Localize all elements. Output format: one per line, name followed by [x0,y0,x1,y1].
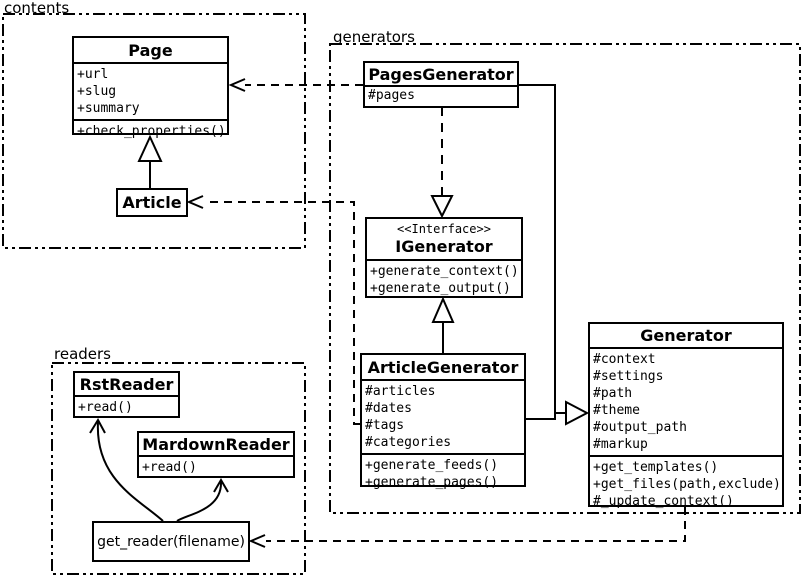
attribute: #path [593,386,633,401]
class-articlegenerator-methods: +generate_feeds() +generate_pages() [362,453,524,493]
article-inherits-page-connector [137,134,163,188]
package-border-readers [51,362,306,575]
class-article: Article [116,188,188,217]
class-generator: Generator #context #settings #path #them… [588,322,784,509]
attribute: #categories [365,435,452,450]
method: +generate_feeds() [365,458,499,473]
class-generator-attributes: #context #settings #path #theme #output_… [590,347,782,455]
class-page-methods: +check_properties() [74,119,227,142]
generators-inherit-generator-connector [518,84,590,426]
attribute: #tags [365,418,405,433]
class-rstreader: RstReader +read() [73,371,180,418]
class-mardownreader: MardownReader +read() [137,431,295,478]
class-page: Page +url +slug +summary +check_properti… [72,36,229,139]
class-article-title: Article [122,193,182,212]
pagesgenerator-depends-page-connector [228,78,363,92]
class-articlegenerator-attributes: #articles #dates #tags #categories [362,379,524,453]
class-mardownreader-title: MardownReader [142,434,290,454]
attribute: #output_path [593,420,687,435]
getreader-function-label: get_reader(filename) [97,533,245,550]
attribute: +url [77,67,109,82]
articlegenerator-depends-article-connector [186,195,360,425]
package-label-contents: contents [4,0,70,17]
class-mardownreader-methods: +read() [139,455,293,478]
method: +generate_output() [370,281,511,296]
articlegenerator-inherits-igenerator-connector [431,296,455,353]
class-pagesgenerator-title: PagesGenerator [368,64,514,84]
package-label-readers: readers [54,345,111,363]
class-generator-methods: +get_templates() +get_files(path,exclude… [590,455,782,512]
attribute: #pages [368,88,415,103]
method: +read() [142,460,197,475]
method: +generate_context() [370,264,518,279]
pagesgenerator-realizes-igenerator-connector [430,107,454,219]
attribute: #dates [365,401,412,416]
getreader-to-rstreader-connector [89,417,164,522]
package-label-generators: generators [333,28,415,46]
class-igenerator-header: <<Interface>> IGenerator [367,219,521,257]
method: +check_properties() [77,124,224,139]
class-igenerator-methods: +generate_context() +generate_output() [367,259,521,299]
class-page-title: Page [128,40,173,60]
package-border-contents [2,13,306,249]
method: +generate_pages() [365,475,499,490]
class-page-attributes: +url +slug +summary [74,62,227,119]
class-pagesgenerator-attributes: #pages [365,85,517,106]
class-rstreader-methods: +read() [75,395,178,418]
class-pagesgenerator: PagesGenerator #pages [363,61,519,108]
getreader-function-box: get_reader(filename) [92,521,250,562]
generator-depends-getreader-connector [248,507,686,548]
attribute: #theme [593,403,640,418]
class-rstreader-title: RstReader [79,374,174,394]
attribute: #markup [593,437,648,452]
attribute: #context [593,352,656,367]
attribute: #articles [365,384,436,399]
class-generator-title: Generator [640,326,732,345]
class-igenerator-stereotype: <<Interface>> [397,222,491,236]
attribute: +slug [77,84,117,99]
method: +get_files(path,exclude) [593,477,779,492]
attribute: +summary [77,101,140,116]
class-igenerator-title: IGenerator [395,237,493,256]
method: +read() [78,400,133,415]
package-border-generators [329,43,801,514]
method: +get_templates() [593,460,719,475]
class-igenerator: <<Interface>> IGenerator +generate_conte… [365,217,523,298]
attribute: #settings [593,369,664,384]
class-articlegenerator: ArticleGenerator #articles #dates #tags … [360,353,526,490]
class-articlegenerator-title: ArticleGenerator [367,357,519,377]
getreader-to-mardownreader-connector [176,478,229,522]
method: #_update_context() [593,494,734,509]
